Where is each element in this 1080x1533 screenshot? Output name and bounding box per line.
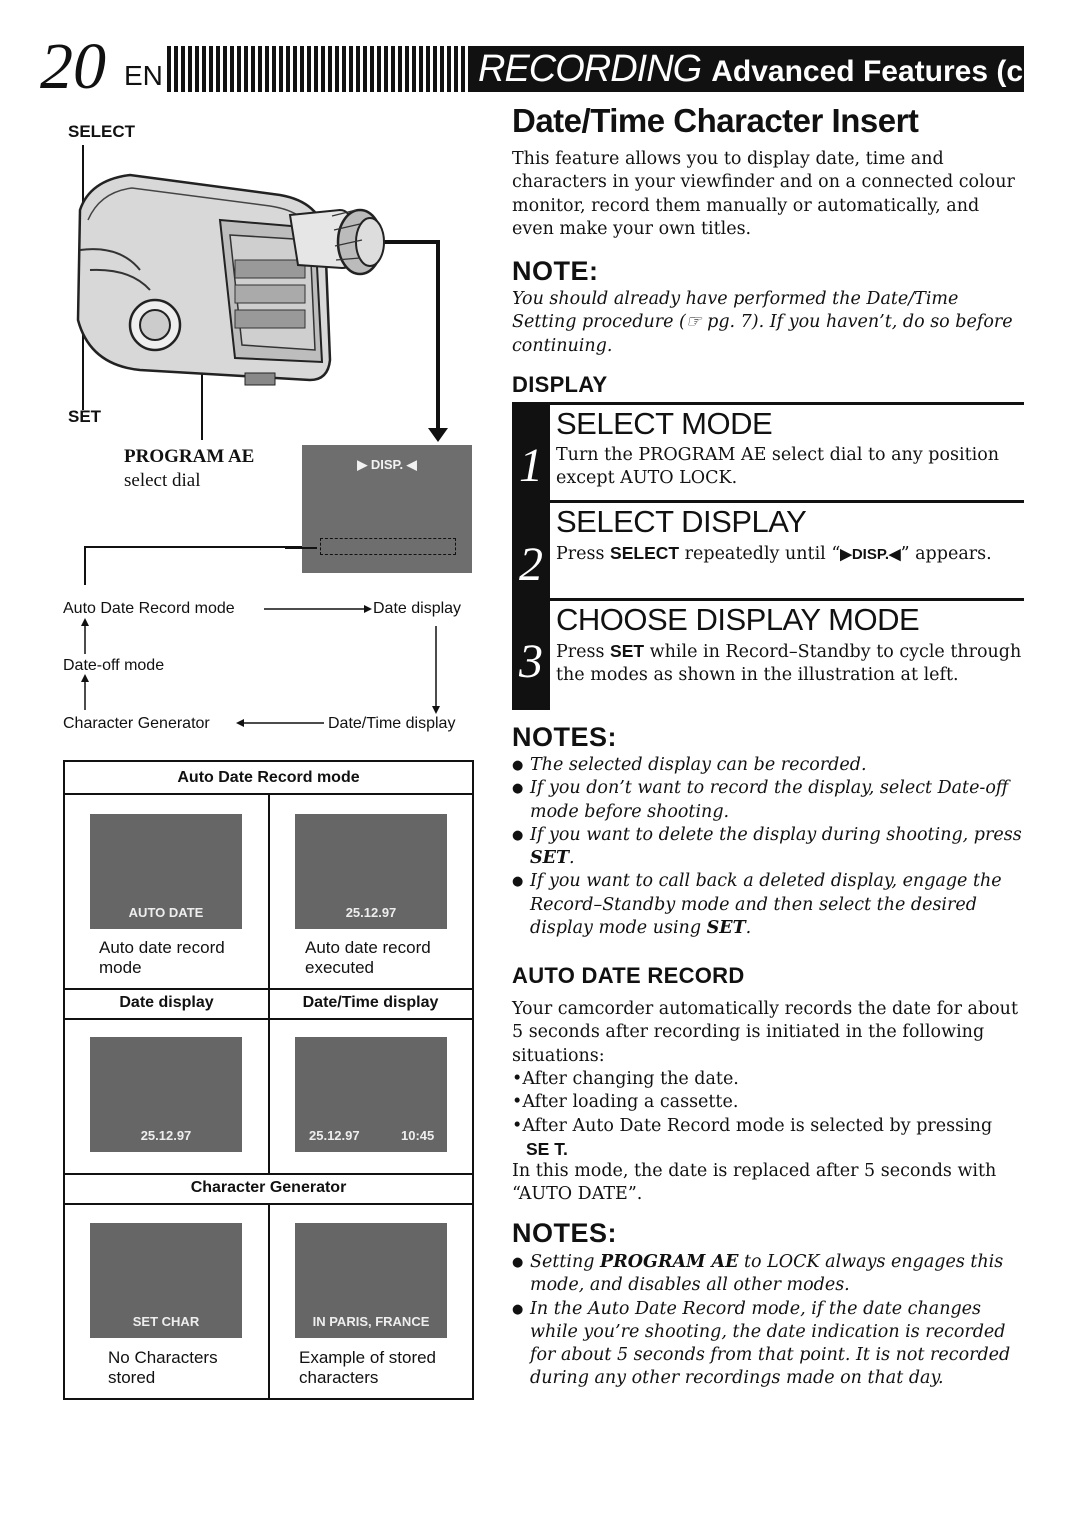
step-title-3: CHOOSE DISPLAY MODE <box>556 602 920 637</box>
display-area-box <box>320 538 456 555</box>
notes-heading-1: NOTES: <box>512 722 618 752</box>
auto-intro: Your camcorder automatically records the… <box>512 999 1018 1066</box>
step-number-3: 3 <box>519 635 543 688</box>
page-number: 20 <box>40 30 106 103</box>
notes-heading-2: NOTES: <box>512 1218 618 1248</box>
intro-text: This feature allows you to display date,… <box>512 149 1015 239</box>
mode-table: Auto Date Record mode AUTO DATE 25.12.97… <box>63 760 474 1400</box>
table-header-datetime: Date/Time display <box>302 994 439 1011</box>
flow-date-time: Date/Time display <box>328 715 456 732</box>
list-item: In the Auto Date Record mode, if the dat… <box>512 1298 1024 1391</box>
display-heading: DISPLAY <box>512 372 608 397</box>
list-item: •After loading a cassette. <box>512 1092 739 1113</box>
step-text-1: Turn the PROGRAM AE select dial to any p… <box>556 445 1000 489</box>
list-item: If you don’t want to record the display,… <box>512 777 1024 824</box>
select-dial-label: select dial <box>124 470 201 491</box>
table-header-date: Date display <box>119 994 214 1011</box>
step-text-2: Press SELECT repeatedly until “▶DISP.◀” … <box>556 543 992 564</box>
set-label: SET <box>68 407 102 426</box>
screen-datetime: 25.12.97 10:45 <box>295 1037 447 1152</box>
note-heading: NOTE: <box>512 256 599 286</box>
step-rule-2 <box>550 500 1024 503</box>
screen-date: 25.12.97 <box>90 1037 242 1152</box>
screen-auto-executed: 25.12.97 <box>295 814 447 929</box>
steps-bar <box>512 402 550 710</box>
list-item: If you want to delete the display during… <box>512 824 1024 871</box>
list-item: If you want to call back a deleted displ… <box>512 870 1024 940</box>
step-number-1: 1 <box>519 439 543 492</box>
screen-stored-chars: IN PARIS, FRANCE <box>295 1223 447 1338</box>
flow-date-off: Date-off mode <box>63 657 165 674</box>
disp-screen: ▶ DISP. ◀ <box>302 445 472 573</box>
auto-set-label: SE T. <box>526 1138 568 1159</box>
page-language: EN <box>124 60 163 91</box>
camcorder-illustration <box>76 145 448 585</box>
header-title: RECORDING Advanced Features (cont.) <box>478 46 1080 92</box>
subsection-title: Advanced Features (cont.) <box>711 55 1080 88</box>
flow-auto-date: Auto Date Record mode <box>63 600 235 617</box>
step-rule-1 <box>550 402 1024 405</box>
header-band <box>470 46 1024 92</box>
step-rule-3 <box>550 598 1024 601</box>
list-item: •After Auto Date Record mode is selected… <box>512 1115 993 1136</box>
flow-char-gen: Character Generator <box>63 715 210 732</box>
screen-auto-date: AUTO DATE <box>90 814 242 929</box>
list-item: •After changing the date. <box>512 1069 739 1089</box>
step-title-2: SELECT DISPLAY <box>556 504 807 539</box>
step-title-1: SELECT MODE <box>556 406 773 441</box>
list-item: The selected display can be recorded. <box>512 754 1024 778</box>
table-header-auto: Auto Date Record mode <box>177 769 360 786</box>
step-text-3: Press SET while in Record–Standby to cyc… <box>556 641 1022 686</box>
program-ae-label: PROGRAM AE <box>124 446 255 467</box>
screen-set-char: SET CHAR <box>90 1223 242 1338</box>
mode-cycle-arrows <box>81 605 440 727</box>
table-header-chargen: Character Generator <box>190 1179 347 1196</box>
auto-list: •After changing the date. •After loading… <box>512 1068 1024 1161</box>
page-title: Date/Time Character Insert <box>512 102 919 139</box>
auto-date-heading: AUTO DATE RECORD <box>512 963 745 988</box>
notes-list-1: The selected display can be recorded. If… <box>512 754 1024 940</box>
note-text: You should already have performed the Da… <box>512 289 1013 356</box>
flow-date-display: Date display <box>373 600 462 617</box>
select-label: SELECT <box>68 122 136 141</box>
list-item: Setting PROGRAM AE to LOCK always engage… <box>512 1251 1024 1298</box>
disp-indicator: ▶ DISP. ◀ <box>357 457 417 472</box>
notes-list-2: Setting PROGRAM AE to LOCK always engage… <box>512 1251 1024 1391</box>
auto-outro: In this mode, the date is replaced after… <box>512 1161 997 1205</box>
step-number-2: 2 <box>519 538 543 591</box>
screen-leader-line <box>285 547 317 549</box>
section-title: RECORDING <box>478 48 702 90</box>
